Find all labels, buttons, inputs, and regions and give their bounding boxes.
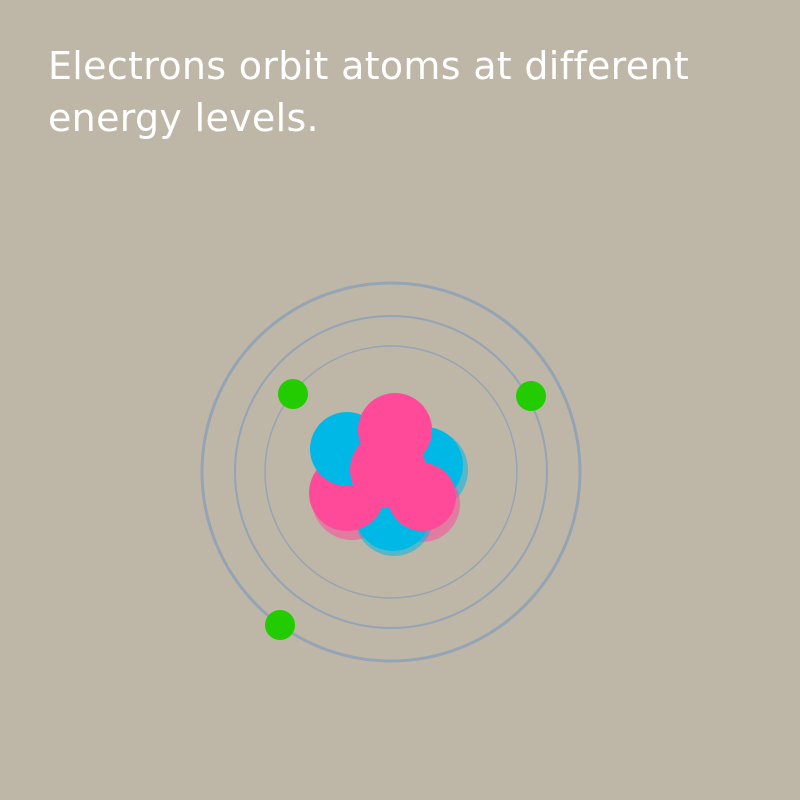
electron: [278, 379, 308, 409]
proton: [350, 432, 426, 508]
orbit-inner: [264, 345, 518, 599]
orbit-middle: [234, 315, 548, 629]
orbits: [200, 281, 582, 663]
nucleus: [309, 393, 468, 556]
electron: [265, 610, 295, 640]
caption: Electrons orbit atoms at different energ…: [48, 44, 690, 140]
electron: [516, 381, 546, 411]
electrons: [265, 379, 546, 640]
orbit-outer: [200, 281, 582, 663]
